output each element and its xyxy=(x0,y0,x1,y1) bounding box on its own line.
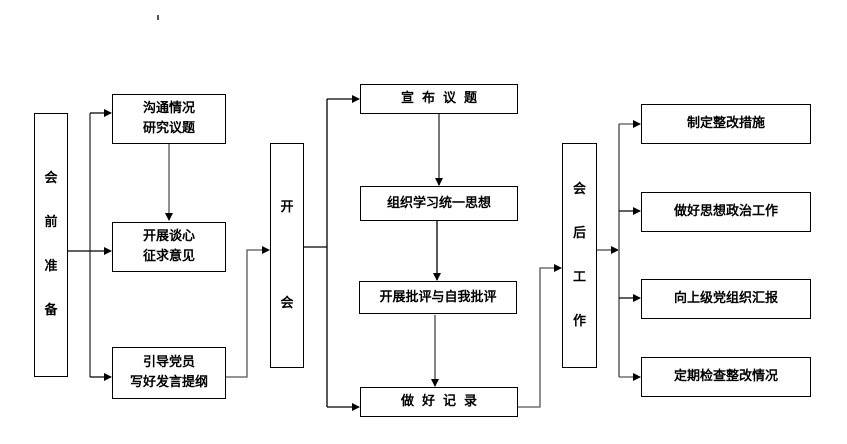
stage-post-meeting: 会 后 工 作 xyxy=(562,143,597,368)
pre-step-communicate: 沟通情况 研究议题 xyxy=(112,94,226,144)
stage-char: 前 xyxy=(44,215,58,230)
post-step-ideological-work: 做好思想政治工作 xyxy=(641,192,811,232)
stray-mark xyxy=(157,15,159,20)
pre-step-guide-members: 引导党员 写好发言提纲 xyxy=(112,347,226,399)
step-label: 制定整改措施 xyxy=(686,116,765,131)
stage-char: 备 xyxy=(44,303,58,318)
step-line: 开展谈心 xyxy=(142,229,195,244)
step-label: 定期检查整改情况 xyxy=(673,369,778,384)
connector-meeting-to-post xyxy=(518,264,562,408)
stage-char: 工 xyxy=(572,269,586,285)
stage-char: 作 xyxy=(572,313,586,329)
step-label: 宣布议题 xyxy=(400,91,485,106)
stage-char: 会 xyxy=(572,181,586,197)
step-label: 向上级党组织汇报 xyxy=(673,291,778,306)
post-step-report-upward: 向上级党组织汇报 xyxy=(641,279,811,319)
step-label: 组织学习统一思想 xyxy=(386,195,491,211)
meeting-step-announce: 宣布议题 xyxy=(360,84,518,114)
pre-step-heart-to-heart: 开展谈心 征求意见 xyxy=(112,222,226,272)
connector-pre-to-meeting xyxy=(225,246,270,378)
meeting-step-criticism: 开展批评与自我批评 xyxy=(359,281,517,314)
step-line: 研究议题 xyxy=(142,121,195,136)
post-step-rectification-measures: 制定整改措施 xyxy=(641,104,811,144)
step-label: 做好思想政治工作 xyxy=(673,204,778,219)
stage-pre-meeting: 会 前 准 备 xyxy=(34,113,68,377)
step-line: 引导党员 xyxy=(142,355,195,370)
stage-char: 会 xyxy=(44,171,58,186)
stage-char: 后 xyxy=(572,225,586,241)
step-line: 沟通情况 xyxy=(142,101,195,116)
step-line: 征求意见 xyxy=(142,249,195,264)
post-step-periodic-check: 定期检查整改情况 xyxy=(641,357,811,397)
stage-meeting: 开 会 xyxy=(270,143,304,368)
meeting-step-record: 做好记录 xyxy=(360,387,518,417)
stage-char: 准 xyxy=(44,259,58,274)
stage-char: 会 xyxy=(280,295,294,311)
step-line: 写好发言提纲 xyxy=(129,375,208,390)
stage-char: 开 xyxy=(280,199,294,215)
step-label: 开展批评与自我批评 xyxy=(379,289,497,305)
meeting-step-study: 组织学习统一思想 xyxy=(360,186,518,221)
step-label: 做好记录 xyxy=(400,394,485,409)
